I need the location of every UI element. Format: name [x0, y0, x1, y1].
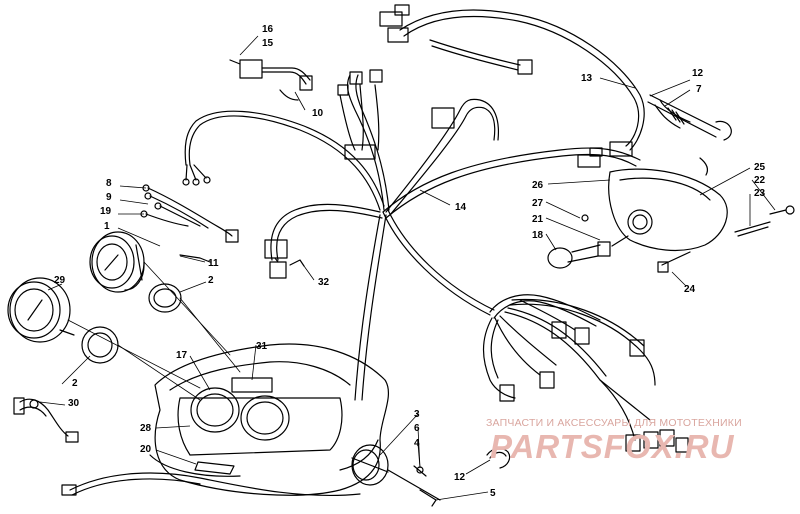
callout-9: 9	[106, 192, 112, 203]
callout-19: 19	[100, 206, 112, 217]
main-harness	[184, 74, 641, 401]
upper-left-connectors	[182, 59, 455, 186]
callout-labels: 16 15 10 13 12 7 14 8 9 19 1 11 2 29 2 3…	[54, 24, 766, 499]
callout-5: 5	[490, 488, 496, 499]
callout-26: 26	[532, 180, 544, 191]
headlight-assembly	[547, 157, 795, 273]
callout-13: 13	[581, 73, 593, 84]
callout-12-lower: 12	[454, 472, 466, 483]
connector-32	[264, 239, 305, 279]
callout-29: 29	[54, 275, 66, 286]
callout-22: 22	[754, 175, 766, 186]
callout-28: 28	[140, 423, 152, 434]
right-lower-harness	[482, 294, 689, 453]
watermark-tagline: ЗАПЧАСТИ И АКСЕССУАРЫ ДЛЯ МОТОТЕХНИКИ	[486, 417, 742, 429]
left-subharness	[140, 184, 239, 263]
callout-1: 1	[104, 221, 110, 232]
callout-8: 8	[106, 178, 112, 189]
callout-21: 21	[532, 214, 544, 225]
callout-3: 3	[414, 409, 420, 420]
callout-11: 11	[208, 258, 219, 269]
callout-17: 17	[176, 350, 188, 361]
callout-leaders	[39, 35, 776, 501]
callout-25: 25	[754, 162, 766, 173]
clip-12b	[486, 447, 511, 469]
callout-16: 16	[262, 24, 274, 35]
indicator-lamp-30	[13, 397, 79, 443]
callout-4: 4	[414, 438, 420, 449]
callout-7: 7	[696, 84, 702, 95]
handlebar-switch	[647, 94, 732, 141]
tachometer-29	[7, 277, 75, 343]
instrument-housing	[149, 343, 390, 496]
callout-14: 14	[455, 202, 467, 213]
upper-harness-13	[379, 4, 645, 168]
callout-15: 15	[262, 38, 274, 49]
watermark-logo: PARTSFOX.RU	[490, 428, 735, 465]
callout-2: 2	[208, 275, 214, 286]
bezel-ring-2b	[81, 326, 119, 364]
callout-12: 12	[692, 68, 704, 79]
speedometer-1	[89, 231, 145, 293]
callout-20: 20	[140, 444, 152, 455]
callout-32: 32	[318, 277, 330, 288]
callout-27: 27	[532, 198, 544, 209]
gauge-leaders	[67, 261, 241, 401]
callout-31: 31	[256, 341, 268, 352]
callout-24: 24	[684, 284, 696, 295]
callout-23: 23	[754, 188, 766, 199]
lower-lead	[61, 472, 361, 497]
callout-10: 10	[312, 108, 324, 119]
callout-2-lower: 2	[72, 378, 78, 389]
callout-6: 6	[414, 423, 420, 434]
bezel-ring-2a	[148, 283, 182, 313]
fuel-gauge	[351, 444, 441, 507]
callout-30: 30	[68, 398, 80, 409]
callout-18: 18	[532, 230, 544, 241]
